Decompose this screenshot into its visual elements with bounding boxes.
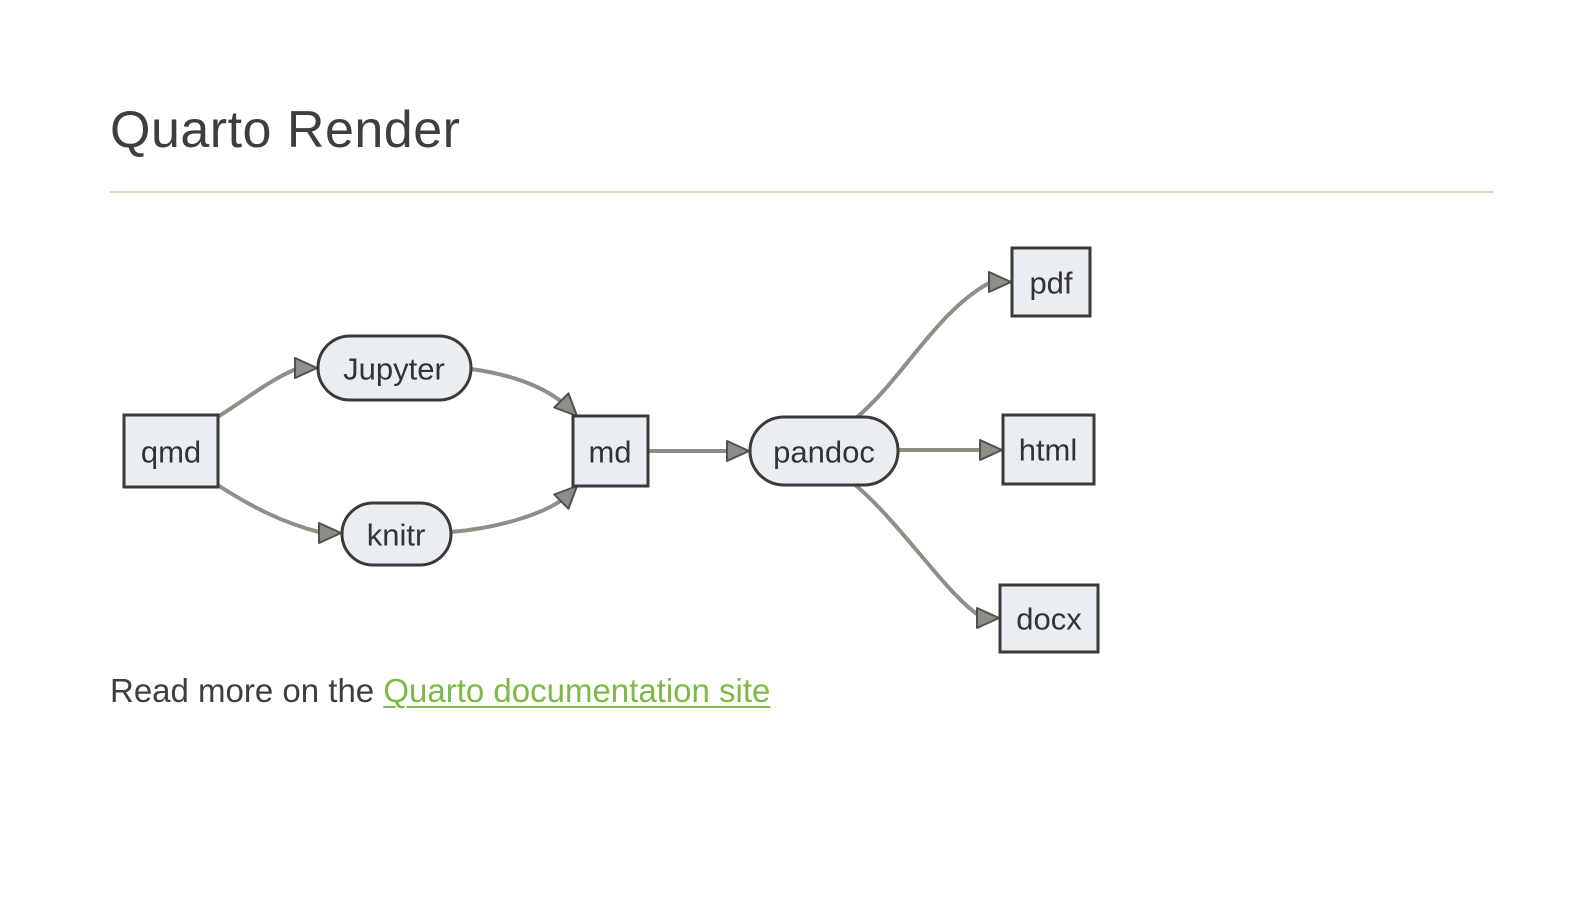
diagram-edges	[214, 281, 990, 616]
arrowhead-icon	[553, 392, 578, 417]
node-md: md	[571, 414, 650, 488]
footer-paragraph: Read more on the Quarto documentation si…	[110, 672, 770, 710]
arrowhead-icon	[988, 271, 1012, 293]
node-pandoc: pandoc	[748, 415, 900, 487]
edge-pandoc-to-docx	[851, 481, 979, 616]
edge-pandoc-to-pdf	[854, 281, 990, 420]
edge-qmd-to-knitr	[214, 482, 320, 534]
node-docx: docx	[998, 583, 1100, 654]
node-qmd-label: qmd	[141, 435, 201, 470]
node-pdf: pdf	[1010, 246, 1092, 318]
quarto-documentation-link[interactable]: Quarto documentation site	[383, 672, 771, 709]
node-knitr: knitr	[340, 501, 453, 567]
diagram-nodes: qmd Jupyter knitr md pandoc pdf	[122, 246, 1100, 654]
node-html: html	[1001, 413, 1096, 486]
arrowhead-icon	[318, 522, 342, 544]
node-docx-label: docx	[1016, 602, 1082, 637]
node-qmd: qmd	[122, 413, 220, 489]
node-md-label: md	[588, 435, 631, 470]
edge-knitr-to-md	[450, 498, 564, 534]
diagram-arrowheads	[294, 271, 1012, 629]
arrowhead-icon	[726, 440, 750, 462]
footer-text: Read more on the	[110, 672, 384, 709]
arrowhead-icon	[553, 485, 578, 510]
node-pdf-label: pdf	[1029, 266, 1072, 301]
flow-diagram: qmd Jupyter knitr md pandoc pdf	[122, 246, 1100, 654]
page-title: Quarto Render	[110, 101, 461, 159]
edge-jupyter-to-md	[470, 367, 565, 405]
node-knitr-label: knitr	[367, 518, 426, 553]
edge-qmd-to-jupyter	[214, 367, 297, 420]
arrowhead-icon	[294, 357, 318, 379]
node-jupyter: Jupyter	[316, 334, 473, 402]
title-rule	[110, 191, 1493, 193]
node-html-label: html	[1019, 433, 1078, 468]
node-jupyter-label: Jupyter	[343, 352, 445, 387]
node-pandoc-label: pandoc	[773, 435, 875, 470]
arrowhead-icon	[976, 607, 1000, 629]
arrowhead-icon	[979, 439, 1003, 461]
